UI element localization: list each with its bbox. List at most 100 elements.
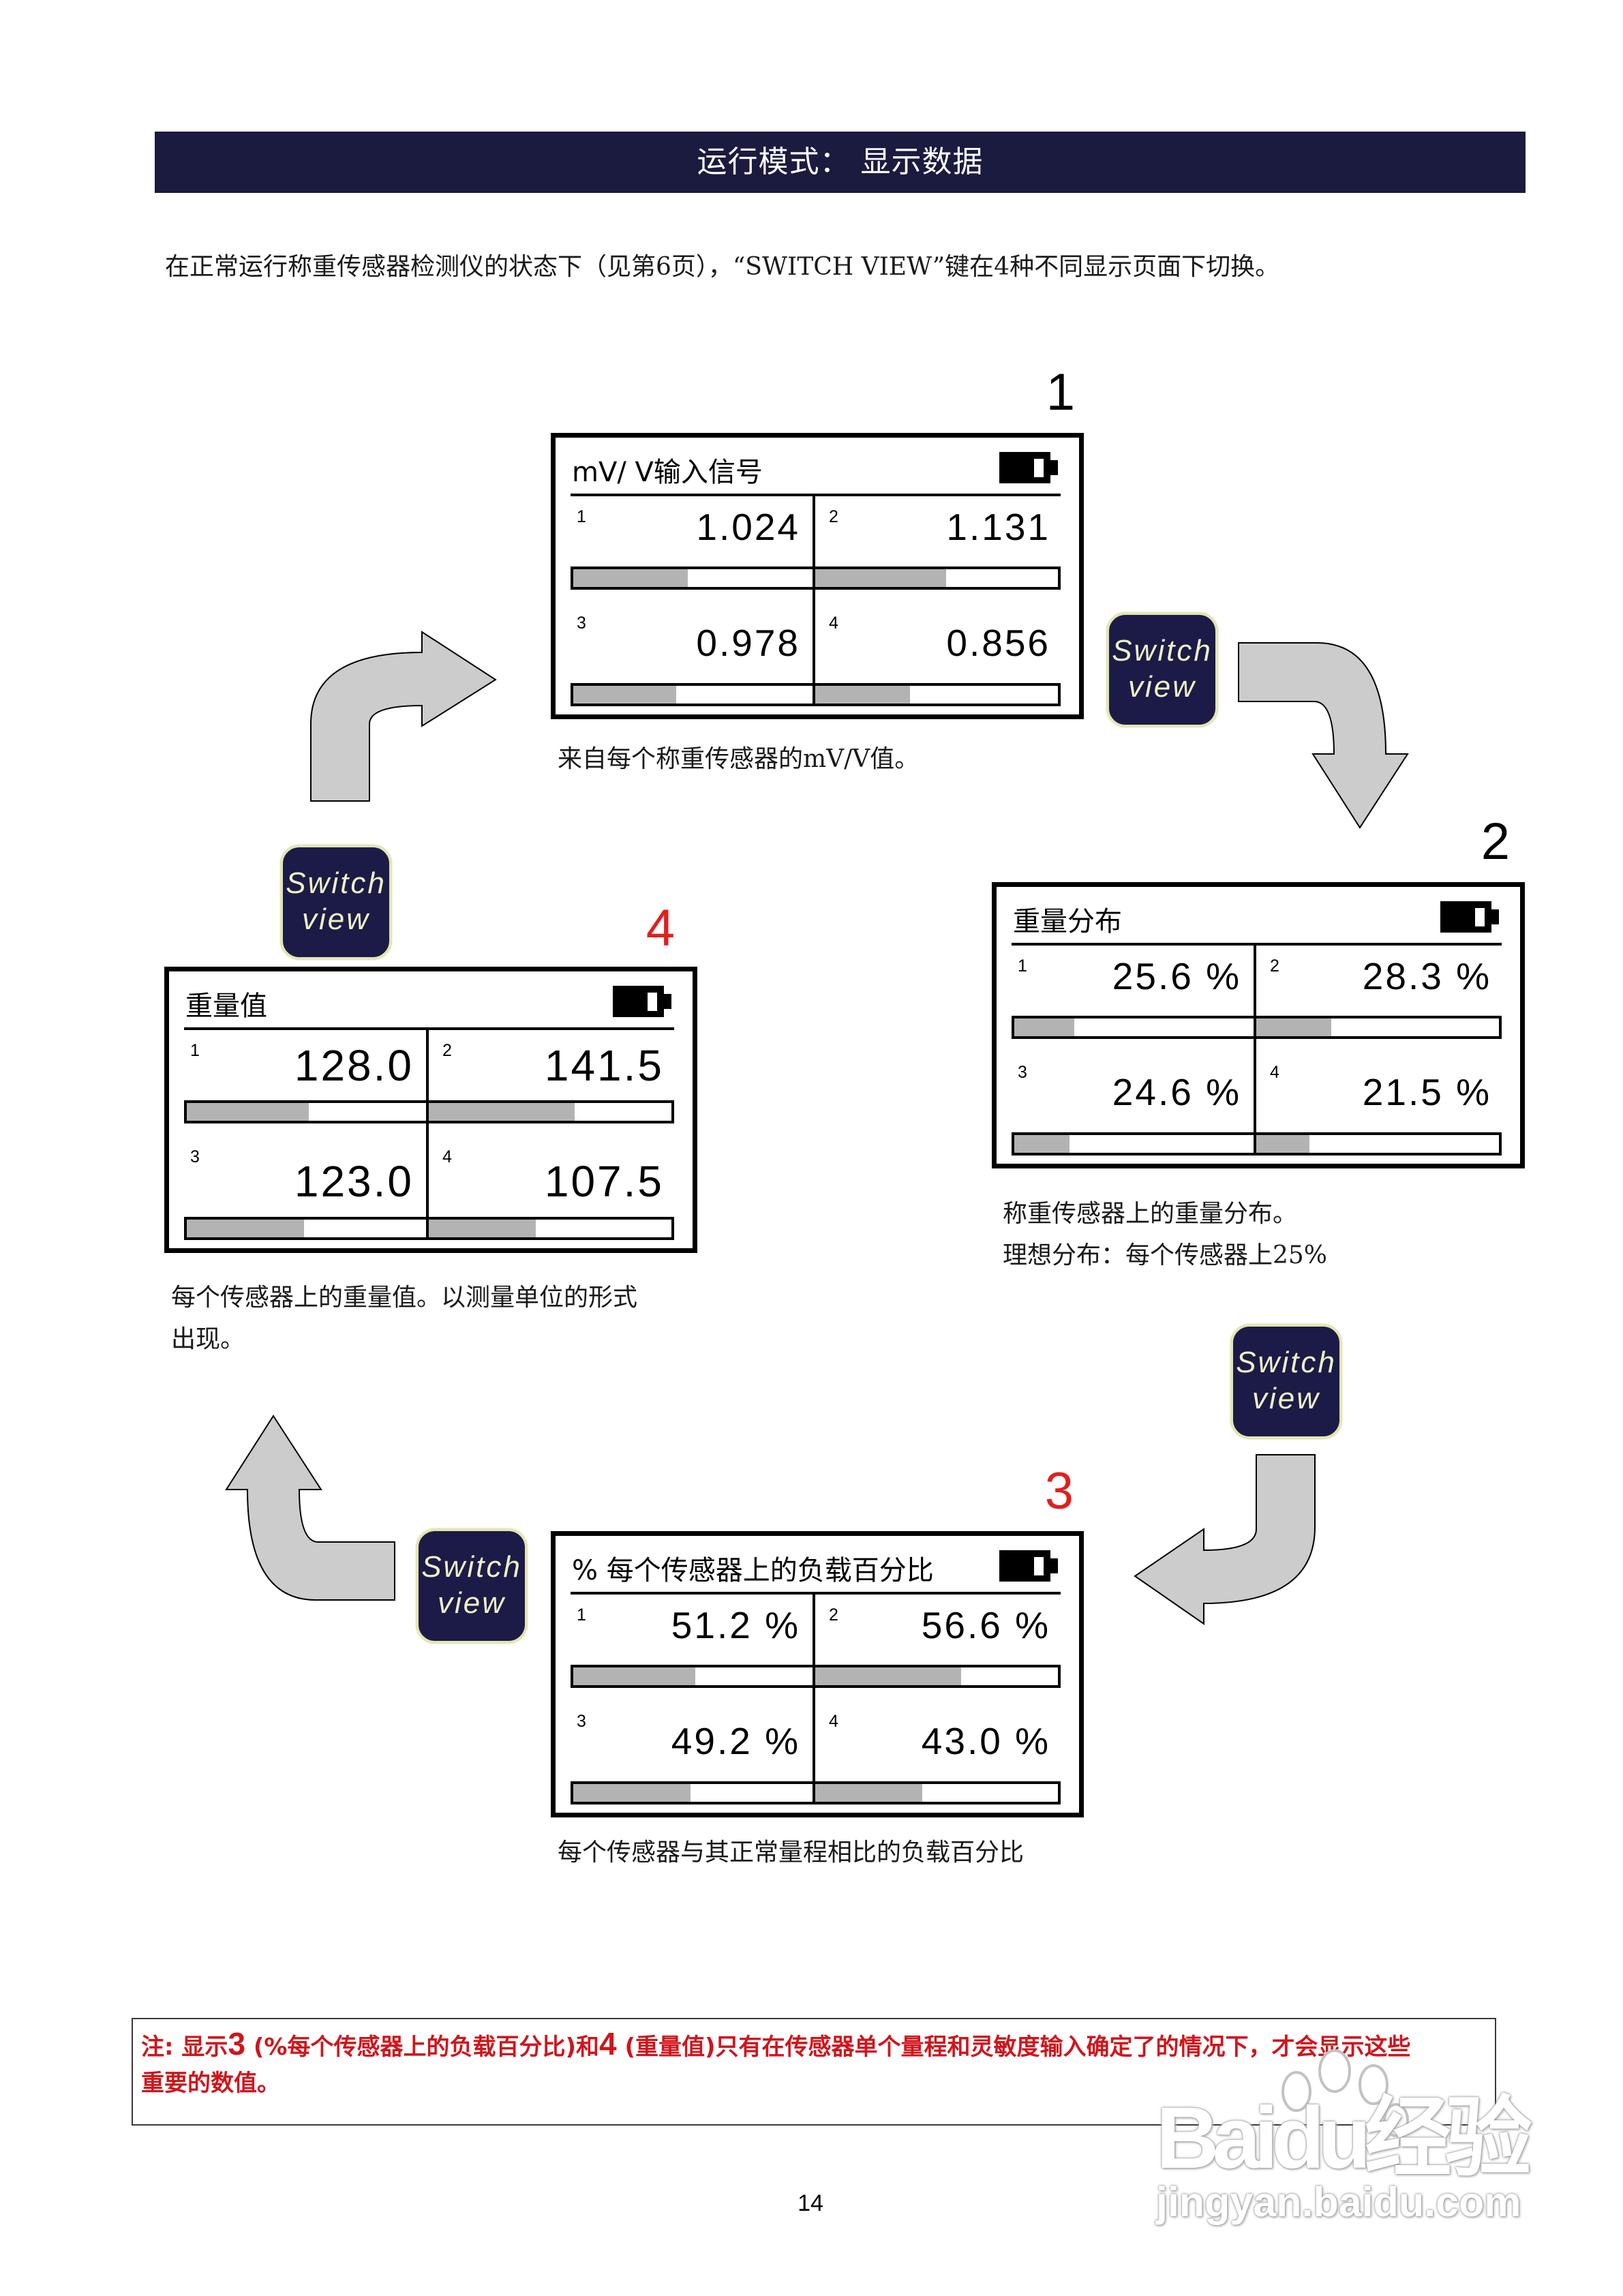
note-screen-ref: 3 xyxy=(228,2026,246,2061)
channel-value: 56.6 % xyxy=(921,1604,1050,1646)
switch-view-key: Switch view xyxy=(1106,612,1218,727)
note-screen-ref: 4 xyxy=(599,2026,617,2061)
load-bar-fill xyxy=(815,1784,922,1802)
screen-load-percentage: % 每个传感器上的负载百分比 1 51.2 % 2 56.6 % 3 49.2 … xyxy=(551,1531,1084,1817)
cell-divider xyxy=(813,1592,815,1804)
curved-arrow-up-right-icon xyxy=(310,631,497,802)
screen-mv-v-input: mV/ V输入信号 1 1.024 2 1.131 3 0.978 4 0.85… xyxy=(551,433,1084,719)
caption-line: 称重传感器上的重量分布。 xyxy=(1003,1200,1298,1228)
section-title: 运行模式： 显示数据 xyxy=(697,145,984,179)
note-line: 注: 显示3 (%每个传感器上的负载百分比)和4 (重量值)只有在传感器单个量程… xyxy=(141,2026,1495,2066)
load-bar xyxy=(1012,1132,1256,1155)
switch-view-label: Switch xyxy=(1112,634,1213,667)
screen-title: 重量分布 xyxy=(1013,906,1122,937)
screen-weight-distribution: 重量分布 1 25.6 % 2 28.3 % 3 24.6 % 4 21.5 % xyxy=(992,882,1525,1168)
load-bar-fill xyxy=(1014,1135,1070,1153)
channel-value: 1.024 xyxy=(696,506,800,548)
cell-divider xyxy=(426,1027,429,1240)
load-bar xyxy=(813,567,1061,590)
switch-view-label: view xyxy=(437,1586,506,1620)
channel-label: 3 xyxy=(190,1147,200,1166)
channel-value: 25.6 % xyxy=(1112,955,1241,997)
channel-label: 2 xyxy=(442,1041,452,1060)
channel-value: 43.0 % xyxy=(921,1720,1050,1762)
channel-label: 4 xyxy=(829,1712,838,1731)
step-number: 3 xyxy=(1044,1462,1074,1520)
note-box: 注: 显示3 (%每个传感器上的负载百分比)和4 (重量值)只有在传感器单个量程… xyxy=(132,2018,1496,2126)
header-divider xyxy=(571,494,1061,496)
channel-label: 1 xyxy=(190,1041,200,1060)
channel-value: 0.978 xyxy=(696,622,800,664)
channel-label: 1 xyxy=(577,1605,586,1625)
load-bar xyxy=(426,1100,674,1123)
load-bar xyxy=(184,1100,429,1123)
battery-window xyxy=(1475,908,1485,926)
battery-icon xyxy=(999,452,1058,483)
screen-title: 重量值 xyxy=(185,991,267,1022)
battery-window xyxy=(1034,459,1044,477)
battery-icon xyxy=(999,1550,1058,1582)
note-text: 注: 显示 xyxy=(141,2034,228,2061)
switch-view-label: Switch xyxy=(1236,1346,1337,1379)
load-bar xyxy=(813,683,1061,706)
channel-label: 4 xyxy=(442,1147,452,1166)
screen-title: % 每个传感器上的负载百分比 xyxy=(572,1555,934,1586)
switch-view-key: Switch view xyxy=(1230,1324,1342,1439)
battery-terminal xyxy=(1050,460,1058,475)
section-header: 运行模式： 显示数据 xyxy=(155,132,1526,193)
load-bar-fill xyxy=(815,1667,961,1685)
switch-view-key: Switch view xyxy=(416,1528,528,1644)
channel-label: 3 xyxy=(1018,1063,1027,1082)
channel-label: 4 xyxy=(1270,1063,1279,1082)
channel-value: 141.5 xyxy=(544,1041,664,1090)
switch-view-label: Switch xyxy=(421,1550,522,1584)
load-bar-fill xyxy=(429,1220,536,1237)
load-bar-fill xyxy=(815,569,947,587)
load-bar-fill xyxy=(573,686,676,704)
load-bar-fill xyxy=(1256,1135,1310,1153)
channel-label: 1 xyxy=(577,507,586,526)
note-line: 重要的数值。 xyxy=(141,2070,280,2097)
load-bar-fill xyxy=(815,686,910,704)
header-divider xyxy=(1012,943,1502,946)
battery-terminal xyxy=(664,994,671,1009)
channel-value: 51.2 % xyxy=(671,1604,800,1646)
channel-label: 2 xyxy=(1270,956,1279,976)
load-bar-fill xyxy=(429,1103,575,1121)
switch-view-key: Switch view xyxy=(280,845,392,960)
curved-arrow-down-left-icon xyxy=(1134,1454,1316,1625)
screen-weight-values: 重量值 1 128.0 2 141.5 3 123.0 4 107.5 xyxy=(164,967,697,1253)
screen-caption: 称重传感器上的重量分布。 理想分布：每个传感器上25% xyxy=(1003,1193,1327,1276)
header-divider xyxy=(571,1592,1061,1595)
load-bar xyxy=(571,1665,815,1688)
channel-label: 3 xyxy=(577,1712,586,1731)
channel-value: 21.5 % xyxy=(1362,1071,1491,1113)
step-number: 4 xyxy=(646,899,675,957)
load-bar-fill xyxy=(187,1220,304,1237)
switch-view-label: view xyxy=(1127,670,1197,704)
screen-caption: 每个传感器上的重量值。以测量单位的形式 出现。 xyxy=(171,1277,637,1360)
channel-value: 28.3 % xyxy=(1362,955,1491,997)
channel-value: 1.131 xyxy=(946,506,1050,548)
caption-line: 理想分布：每个传感器上25% xyxy=(1003,1241,1328,1269)
battery-window xyxy=(1034,1557,1044,1575)
step-number: 1 xyxy=(1046,363,1075,421)
curved-arrow-right-down-icon xyxy=(1238,642,1409,829)
load-bar-fill xyxy=(573,1784,691,1802)
screen-caption: 来自每个称重传感器的mV/V值。 xyxy=(558,738,919,780)
load-bar-fill xyxy=(1256,1018,1332,1036)
load-bar xyxy=(571,1781,815,1804)
load-bar xyxy=(1254,1016,1502,1039)
load-bar xyxy=(571,567,815,590)
channel-value: 123.0 xyxy=(294,1157,414,1206)
battery-icon xyxy=(613,986,671,1017)
caption-line: 每个传感器与其正常量程相比的负载百分比 xyxy=(558,1839,1025,1867)
screen-caption: 每个传感器与其正常量程相比的负载百分比 xyxy=(558,1832,1024,1873)
load-bar xyxy=(813,1665,1061,1688)
load-bar-fill xyxy=(187,1103,309,1121)
load-bar-fill xyxy=(573,1667,695,1685)
header-divider xyxy=(184,1027,674,1030)
load-bar xyxy=(1012,1016,1256,1039)
load-bar-fill xyxy=(573,569,688,587)
